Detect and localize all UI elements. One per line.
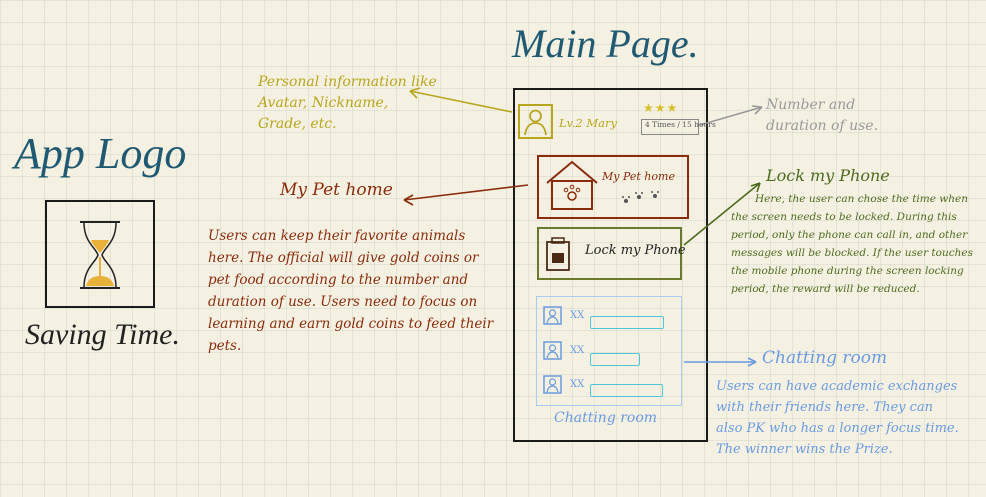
chat-room-note-desc: Users can have academic exchanges with t…	[716, 379, 959, 457]
arrow-usage	[699, 105, 763, 126]
pet-home-label: My Pet home	[602, 170, 675, 183]
chat-room-note-title: Chatting room	[762, 348, 888, 368]
chat-message-bubble[interactable]	[590, 316, 664, 329]
level-username: Lv.2 Mary	[559, 116, 618, 130]
lock-icon	[546, 237, 570, 271]
usage-note: Number and duration of use.	[766, 97, 879, 134]
usage-text: 4 Times / 15 hours	[645, 120, 716, 129]
pet-home-card[interactable]	[537, 155, 689, 219]
pet-home-note-title: My Pet home	[280, 180, 393, 200]
app-logo	[45, 200, 155, 308]
lock-phone-note-desc: Here, the user can chose the time when t…	[731, 193, 973, 295]
chat-row-name: XX	[570, 310, 585, 321]
chat-message-bubble[interactable]	[590, 353, 640, 366]
app-logo-title: App Logo	[14, 129, 187, 178]
chat-row-name: XX	[570, 345, 585, 356]
personal-info-note: Personal information like Avatar, Nickna…	[258, 74, 437, 132]
lock-phone-card[interactable]	[537, 227, 682, 280]
arrow-personal	[409, 87, 513, 113]
arrow-pet-home	[403, 184, 529, 206]
main-page-title: Main Page.	[512, 21, 699, 66]
app-logo-tagline: Saving Time.	[25, 318, 180, 351]
chat-room-card[interactable]	[536, 296, 682, 406]
avatar-icon[interactable]	[518, 104, 553, 139]
paw-prints-icon	[622, 191, 659, 203]
chat-avatar-icon	[543, 341, 562, 360]
hourglass-icon	[80, 221, 120, 289]
phone-frame	[513, 88, 708, 442]
chat-avatar-icon	[543, 375, 562, 394]
usage-badge	[641, 119, 699, 135]
stars-rating: ★★★	[643, 101, 679, 115]
pet-home-note-desc: Users can keep their favorite animals he…	[208, 228, 494, 354]
chat-message-bubble[interactable]	[590, 384, 663, 397]
chat-row-name: XX	[570, 379, 585, 390]
lock-phone-label: Lock my Phone	[585, 243, 686, 258]
chat-avatar-icon	[543, 306, 562, 325]
lock-phone-note-title: Lock my Phone	[766, 166, 890, 185]
chat-room-caption: Chatting room	[554, 410, 658, 426]
arrow-lock-phone	[683, 182, 761, 246]
arrow-chat-room	[684, 357, 757, 367]
pet-house-icon	[546, 160, 598, 210]
